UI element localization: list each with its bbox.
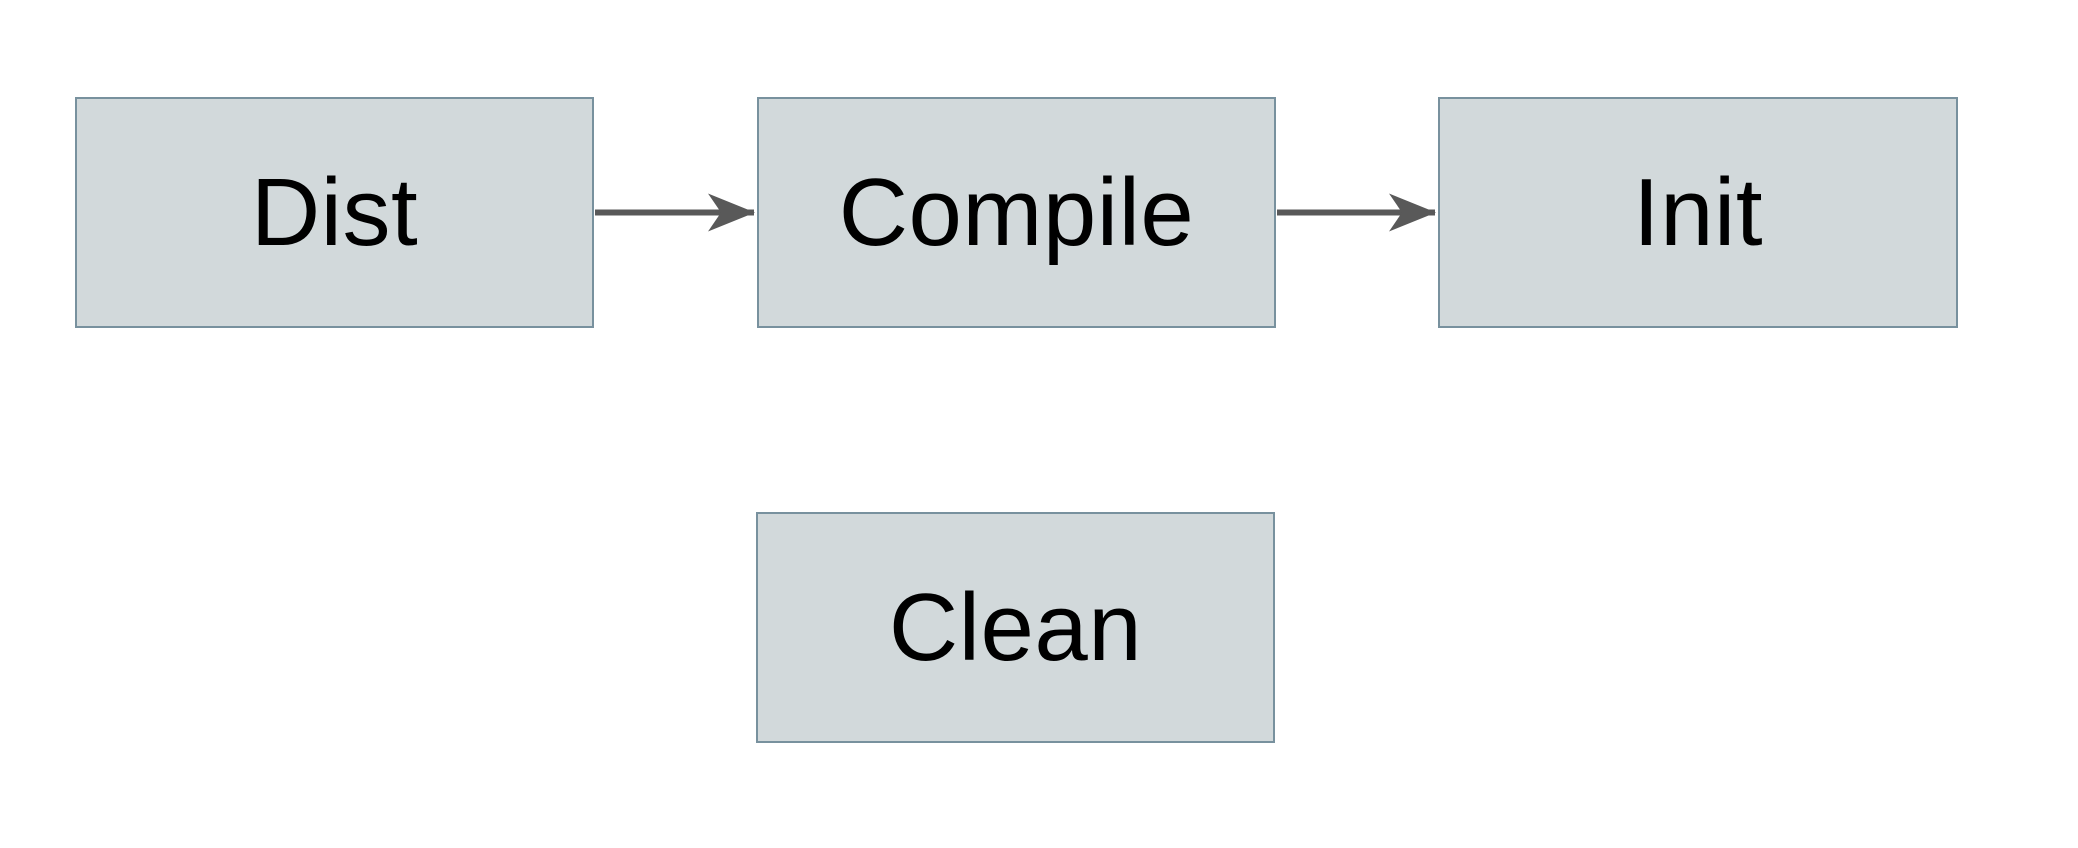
node-init: Init bbox=[1438, 97, 1958, 328]
node-clean: Clean bbox=[756, 512, 1275, 743]
node-dist: Dist bbox=[75, 97, 594, 328]
node-init-label: Init bbox=[1632, 158, 1764, 266]
node-dist-label: Dist bbox=[250, 158, 419, 266]
node-clean-label: Clean bbox=[888, 573, 1143, 681]
node-compile: Compile bbox=[757, 97, 1276, 328]
node-compile-label: Compile bbox=[838, 158, 1195, 266]
